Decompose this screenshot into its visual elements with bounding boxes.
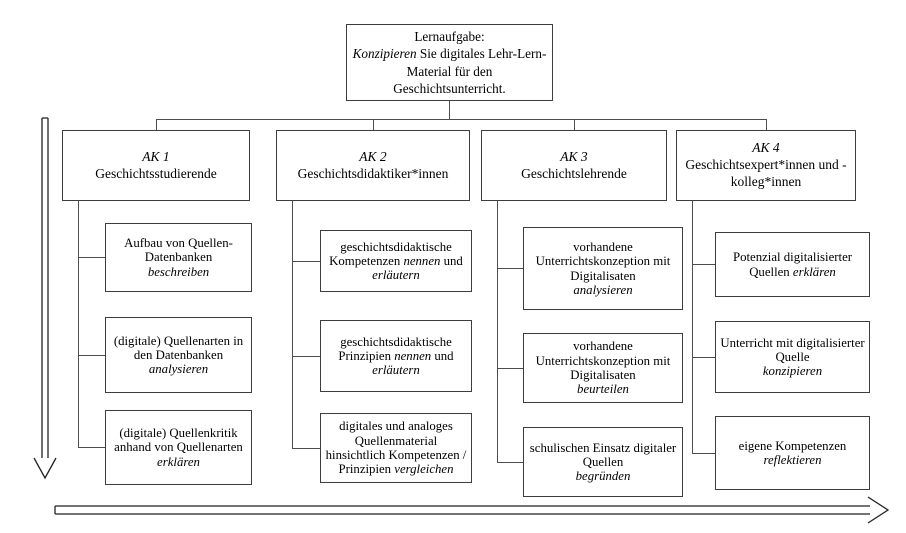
task-box-ak1-1: Aufbau von Quellen-Datenbanken beschreib…	[105, 223, 252, 292]
down-arrow-icon	[33, 117, 57, 480]
connector-stub	[497, 368, 523, 369]
task-box-ak2-3: digitales und analoges Quellenmaterial h…	[320, 413, 472, 483]
connector-drop-ak2	[373, 119, 374, 130]
task-box-ak4-1: Potenzial digitalisierter Quellen erklär…	[715, 232, 870, 297]
connector-stub	[692, 453, 715, 454]
group-header-ak1: AK 1 Geschichtsstudierende	[62, 130, 250, 201]
task-text: geschichtsdidaktische Kompetenzen nennen…	[329, 239, 463, 283]
task-box-ak2-2: geschichtsdidaktische Prinzipien nennen …	[320, 320, 472, 392]
connector-spine-ak2	[292, 201, 293, 448]
root-task-box: Lernaufgabe: Konzipieren Sie digitales L…	[346, 24, 553, 101]
task-box-ak1-3: (digitale) Quellenkritik anhand von Quel…	[105, 410, 252, 485]
group-title: AK 1	[142, 148, 170, 164]
group-subtitle: Geschichtsstudierende	[95, 165, 217, 181]
connector-spine-ak3	[497, 201, 498, 462]
task-text: schulischen Einsatz digitaler Quellen be…	[529, 440, 677, 484]
task-text: Unterricht mit digitalisierter Quelle ko…	[720, 335, 865, 379]
task-text: Potenzial digitalisierter Quellen erklär…	[732, 250, 853, 279]
connector-stub	[692, 264, 715, 265]
task-text: (digitale) Quellenarten in den Datenbank…	[113, 333, 244, 377]
group-header-ak3: AK 3 Geschichtslehrende	[481, 130, 667, 201]
connector-stub	[497, 268, 523, 269]
connector-stub	[497, 462, 523, 463]
group-title: AK 2	[359, 148, 387, 164]
group-title: AK 3	[560, 148, 588, 164]
task-box-ak4-2: Unterricht mit digitalisierter Quelle ko…	[715, 321, 870, 393]
task-text: eigene Kompetenzen reflektieren	[738, 438, 847, 467]
connector-stub	[292, 261, 320, 262]
group-subtitle: Geschichtsdidaktiker*innen	[297, 165, 449, 181]
group-title: AK 4	[752, 140, 780, 156]
connector-drop-ak3	[574, 119, 575, 130]
connector-spine-ak4	[692, 201, 693, 453]
connector-stub	[292, 448, 320, 449]
task-box-ak4-3: eigene Kompetenzen reflektieren	[715, 416, 870, 490]
connector-stub	[692, 357, 715, 358]
task-text: Aufbau von Quellen-Datenbanken beschreib…	[124, 236, 233, 279]
task-box-ak2-1: geschichtsdidaktische Kompetenzen nennen…	[320, 230, 472, 292]
task-text: vorhandene Unterrichtskonzeption mit Dig…	[535, 239, 671, 297]
connector-crossbar	[156, 119, 766, 120]
group-subtitle: Geschichtslehrende	[521, 165, 627, 181]
connector-stub	[78, 257, 105, 258]
task-text: geschichtsdidaktische Prinzipien nennen …	[338, 334, 454, 378]
task-box-ak1-2: (digitale) Quellenarten in den Datenbank…	[105, 317, 252, 393]
task-text: digitales und analoges Quellenmaterial h…	[325, 419, 467, 477]
connector-root-stem	[449, 101, 450, 119]
root-task-text: Lernaufgabe: Konzipieren Sie digitales L…	[352, 29, 547, 96]
connector-spine-ak1	[78, 201, 79, 448]
group-header-ak2: AK 2 Geschichtsdidaktiker*innen	[276, 130, 470, 201]
task-text: vorhandene Unterrichtskonzeption mit Dig…	[535, 339, 671, 397]
group-header-ak4: AK 4 Geschichtsexpert*innen und -kolleg*…	[676, 130, 856, 201]
connector-stub	[78, 447, 105, 448]
task-box-ak3-2: vorhandene Unterrichtskonzeption mit Dig…	[523, 333, 683, 403]
connector-drop-ak4	[766, 119, 767, 130]
right-arrow-icon	[54, 496, 890, 524]
task-text: (digitale) Quellenkritik anhand von Quel…	[114, 426, 243, 469]
connector-drop-ak1	[156, 119, 157, 130]
group-subtitle: Geschichtsexpert*innen und -kolleg*innen	[685, 157, 847, 189]
task-box-ak3-1: vorhandene Unterrichtskonzeption mit Dig…	[523, 227, 683, 310]
connector-stub	[292, 356, 320, 357]
connector-stub	[78, 355, 105, 356]
task-box-ak3-3: schulischen Einsatz digitaler Quellen be…	[523, 427, 683, 497]
